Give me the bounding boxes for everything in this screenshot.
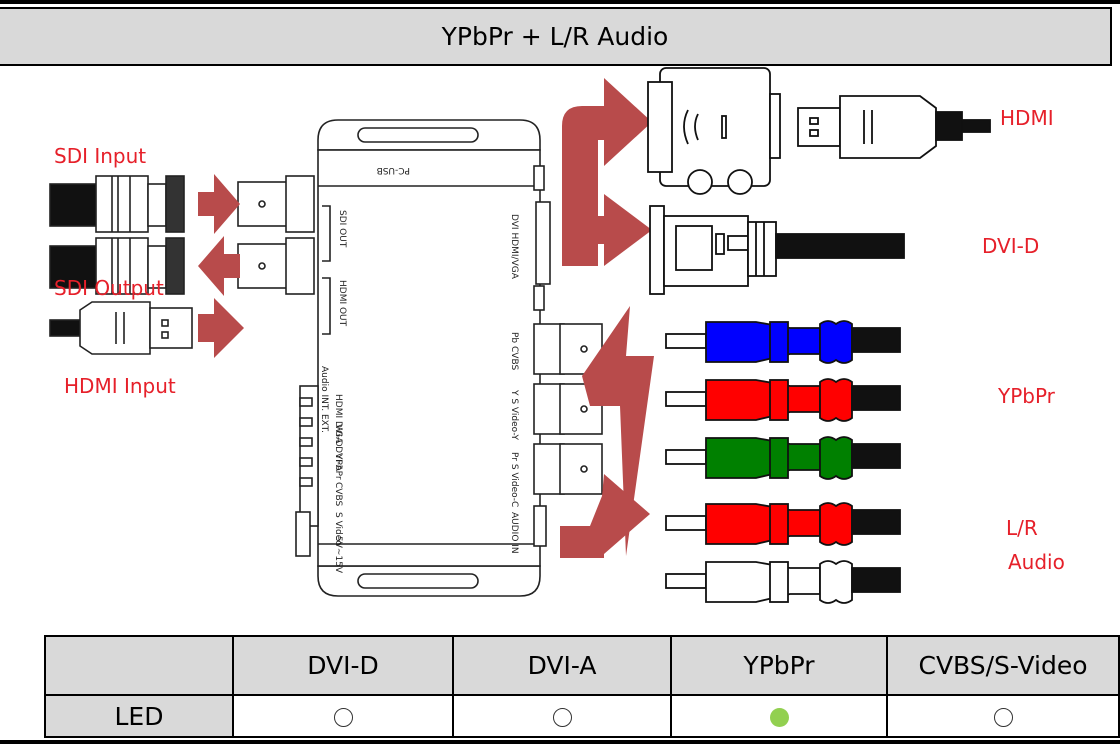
ypbpr-mode-label: YPbPr xyxy=(333,453,343,480)
led-table-corner xyxy=(44,635,234,696)
diagram-title: YPbPr + L/R Audio xyxy=(0,7,1112,66)
lr-audio-label-line2: Audio xyxy=(1008,550,1065,574)
led-col-cvbs: CVBS/S-Video xyxy=(886,635,1120,696)
sdi-output-arrow xyxy=(198,236,240,296)
svideo-mode-label: S Video xyxy=(333,512,343,546)
led-table-header-row: DVI-D DVI-A YPbPr CVBS/S-Video xyxy=(44,635,1120,696)
sdi-input-arrow xyxy=(198,174,240,234)
rca-red-plug xyxy=(665,378,901,422)
led-row-label: LED xyxy=(44,694,234,738)
led-col-dvi-d: DVI-D xyxy=(232,635,454,696)
led-col-dvi-a: DVI-A xyxy=(452,635,672,696)
rca-audio-red-plug xyxy=(665,502,901,546)
top-rule xyxy=(0,0,1120,4)
sdi-out-label: SDI OUT xyxy=(337,210,347,248)
audio-in-label: AUDIO IN xyxy=(509,512,519,554)
ypbpr-label: YPbPr xyxy=(998,384,1055,408)
hdmi-out-label: HDMI OUT xyxy=(337,280,347,327)
led-indicator-icon xyxy=(993,708,1013,727)
pb-cvbs-label: Pb CVBS xyxy=(509,332,519,370)
dvi-connector xyxy=(649,205,905,295)
sdi-output-label: SDI Output xyxy=(54,276,164,300)
hdmi-input-arrow xyxy=(198,298,244,358)
power-label: 5V~15V xyxy=(333,536,343,574)
led-table-row: LED xyxy=(44,694,1120,738)
hdmi-input-cable xyxy=(49,301,193,355)
bottom-rule xyxy=(0,740,1120,744)
vga-dvia-label: VGA DVI-A xyxy=(333,424,343,472)
rca-audio-white-plug xyxy=(665,560,901,604)
rca-blue-plug xyxy=(665,320,901,364)
audio-mode-label: Audio INT. EXT. xyxy=(319,366,329,433)
ypbpr-arrow xyxy=(582,306,654,556)
hdmi-dvid-label: HDMI DVI-D xyxy=(333,394,343,447)
hdmi-output-label: HDMI xyxy=(1000,106,1054,130)
pc-usb-label: PC-USB xyxy=(377,165,410,175)
dvi-d-label: DVI-D xyxy=(982,234,1040,258)
led-cell-dvi-d xyxy=(232,694,454,738)
led-col-ypbpr: YPbPr xyxy=(670,635,888,696)
sdi-input-label: SDI Input xyxy=(54,144,147,168)
hdmi-adapter xyxy=(647,67,781,195)
cvbs-mode-label: CVBS xyxy=(333,482,343,506)
audio-arrow xyxy=(560,474,650,558)
led-indicator-icon xyxy=(769,708,789,727)
led-status-table: DVI-D DVI-A YPbPr CVBS/S-Video LED xyxy=(44,635,1120,738)
led-cell-ypbpr xyxy=(670,694,888,738)
rca-green-plug xyxy=(665,436,901,480)
led-cell-dvi-a xyxy=(452,694,672,738)
led-cell-cvbs xyxy=(886,694,1120,738)
pr-svideo-label: Pr S Video-C xyxy=(509,452,519,507)
led-indicator-icon xyxy=(552,708,572,727)
y-svideo-label: Y S Video-Y xyxy=(509,389,519,440)
sdi-output-cable xyxy=(49,237,185,295)
converter-device xyxy=(237,119,603,597)
led-indicator-icon xyxy=(333,708,353,727)
dvi-out-arrow xyxy=(562,194,652,266)
dvi-port-label: DVI HDMI/VGA xyxy=(509,214,519,280)
hdmi-input-label: HDMI Input xyxy=(64,374,176,398)
lr-audio-label-line1: L/R xyxy=(1006,516,1038,540)
sdi-input-cable xyxy=(49,175,185,233)
connection-diagram: PC-USB SDI OUT HDMI OUT DVI HDMI/VGA Pb … xyxy=(0,66,1120,626)
hdmi-plug xyxy=(797,95,991,159)
